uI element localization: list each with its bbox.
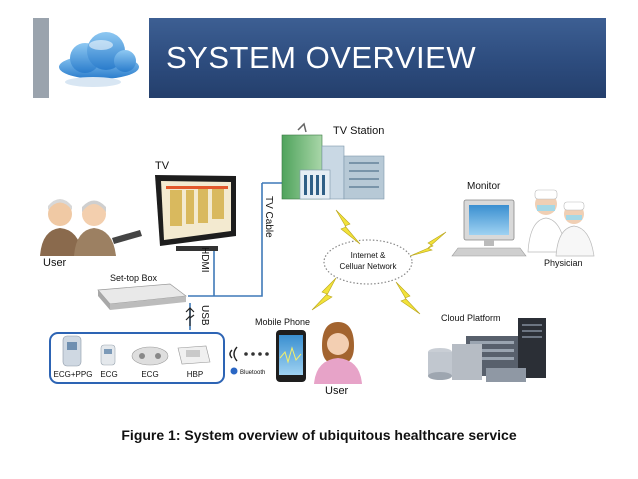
device-label-ecg-1: ECG	[100, 370, 117, 379]
label-internet-line2: Celluar Network	[340, 262, 398, 271]
device-ecg-ppg-icon	[62, 335, 82, 367]
page-title: SYSTEM OVERVIEW	[166, 40, 477, 75]
tv-station-icon	[281, 122, 385, 200]
cloud-platform-servers-icon	[428, 318, 546, 382]
devices-panel: ECG+PPG ECG ECG HBP	[49, 332, 225, 384]
wireless-link-icons	[311, 209, 447, 315]
label-tv: TV	[155, 160, 170, 172]
label-physician: Physician	[544, 258, 583, 268]
label-usb: USB	[199, 305, 210, 326]
tv-cable-line	[188, 183, 263, 297]
device-label-ecg-2: ECG	[141, 370, 158, 379]
device-hbp-icon	[177, 345, 211, 365]
device-label-hbp: HBP	[187, 370, 203, 379]
header-accent-bar	[33, 18, 49, 98]
label-hdmi: HDMI	[199, 247, 210, 273]
lightning-cloud-icon	[395, 281, 421, 315]
monitor-icon	[451, 199, 527, 257]
label-user-bottom: User	[325, 385, 349, 397]
label-mobile-phone: Mobile Phone	[255, 317, 310, 327]
bluetooth-signal-icon	[229, 346, 269, 375]
set-top-box-icon	[97, 283, 187, 310]
label-cloud-platform: Cloud Platform	[441, 313, 501, 323]
lightning-monitor-icon	[409, 231, 447, 257]
lightning-mobile-icon	[311, 277, 337, 311]
lightning-station-icon	[335, 209, 361, 245]
label-user-left: User	[43, 257, 67, 269]
device-ecg-small-icon	[100, 344, 116, 366]
cloud-logo-icon	[59, 32, 139, 87]
physicians-icon	[527, 189, 595, 257]
usb-icon	[185, 307, 195, 326]
tv-icon	[155, 175, 236, 251]
elderly-users-icon	[40, 199, 142, 256]
female-user-icon	[314, 322, 362, 384]
device-label-ecg-ppg: ECG+PPG	[54, 370, 93, 379]
header-bar: SYSTEM OVERVIEW	[149, 18, 606, 98]
label-set-top-box: Set-top Box	[110, 273, 158, 283]
figure-caption: Figure 1: System overview of ubiquitous …	[121, 427, 517, 443]
header-logo-box	[49, 18, 149, 98]
label-internet-line1: Internet &	[351, 251, 386, 260]
label-tv-cable: TV Cable	[263, 196, 274, 238]
internet-cloud-icon	[323, 239, 413, 285]
mobile-phone-icon	[276, 330, 306, 382]
label-bluetooth: Bluetooth	[240, 370, 265, 376]
device-ecg-band-icon	[131, 346, 169, 366]
label-monitor: Monitor	[467, 181, 501, 192]
label-tv-station: TV Station	[333, 125, 384, 137]
